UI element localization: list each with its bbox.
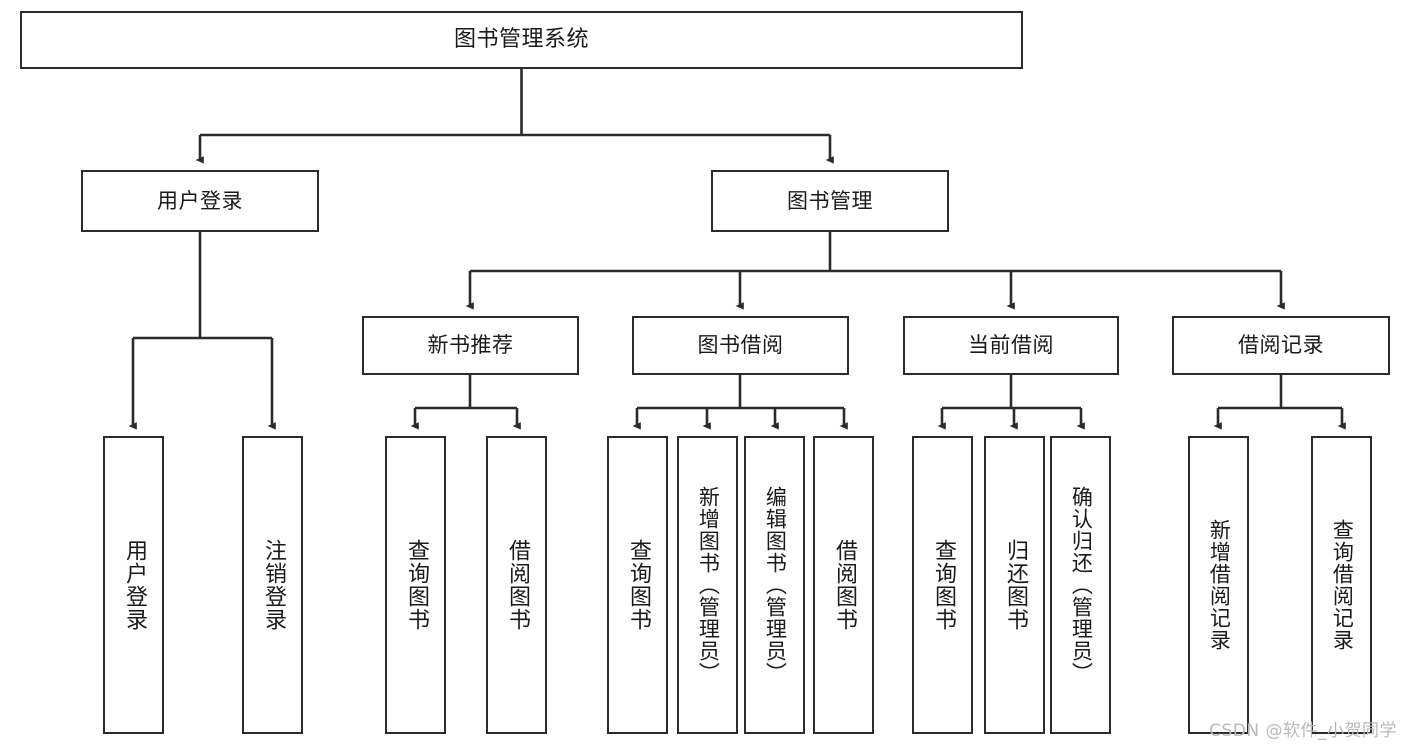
leaf-borrow-book-borrowing[interactable]: 借阅图书 [813, 436, 874, 734]
node-root-book-management-system[interactable]: 图书管理系统 [20, 11, 1023, 69]
leaf-add-book-admin[interactable]: 新增图书（管理员） [677, 436, 738, 734]
watermark-text: CSDN @软件_小贺同学 [1209, 721, 1397, 741]
node-label: 借阅图书 [504, 539, 530, 631]
node-label: 查询图书 [930, 539, 956, 631]
node-label: 注销登录 [260, 539, 286, 631]
node-label: 新增图书（管理员） [696, 486, 721, 684]
node-book-management[interactable]: 图书管理 [711, 170, 949, 232]
node-borrowing-record[interactable]: 借阅记录 [1172, 316, 1390, 375]
leaf-search-borrowing-record[interactable]: 查询借阅记录 [1311, 436, 1372, 734]
node-label: 新书推荐 [427, 333, 514, 358]
node-new-book-recommendation[interactable]: 新书推荐 [362, 316, 579, 375]
node-label: 查询图书 [403, 539, 429, 631]
node-label: 图书借阅 [697, 333, 784, 358]
node-user-login[interactable]: 用户登录 [81, 170, 319, 232]
node-label: 新增借阅记录 [1207, 519, 1232, 651]
node-label: 当前借阅 [968, 333, 1054, 358]
node-label: 查询图书 [625, 539, 651, 631]
node-label: 用户登录 [121, 539, 147, 631]
leaf-borrow-book-newbook[interactable]: 借阅图书 [486, 436, 547, 734]
leaf-edit-book-admin[interactable]: 编辑图书（管理员） [744, 436, 805, 734]
node-label: 用户登录 [157, 188, 243, 213]
node-label: 编辑图书（管理员） [763, 486, 788, 684]
leaf-search-book-current[interactable]: 查询图书 [912, 436, 973, 734]
leaf-search-book-newbook[interactable]: 查询图书 [385, 436, 446, 734]
leaf-confirm-return-admin[interactable]: 确认归还（管理员） [1050, 436, 1111, 734]
leaf-return-book[interactable]: 归还图书 [984, 436, 1045, 734]
node-label: 借阅记录 [1238, 333, 1324, 358]
node-label: 借阅图书 [831, 539, 857, 631]
node-label: 图书管理 [787, 188, 873, 213]
leaf-search-book-borrowing[interactable]: 查询图书 [607, 436, 668, 734]
leaf-logout[interactable]: 注销登录 [242, 436, 303, 734]
node-book-borrowing[interactable]: 图书借阅 [632, 316, 849, 375]
node-label: 确认归还（管理员） [1069, 486, 1094, 684]
node-label: 查询借阅记录 [1330, 519, 1355, 651]
node-label: 图书管理系统 [453, 27, 589, 53]
node-current-borrowing[interactable]: 当前借阅 [903, 316, 1119, 375]
leaf-add-borrowing-record[interactable]: 新增借阅记录 [1188, 436, 1249, 734]
leaf-user-login[interactable]: 用户登录 [103, 436, 164, 734]
node-label: 归还图书 [1002, 539, 1028, 631]
